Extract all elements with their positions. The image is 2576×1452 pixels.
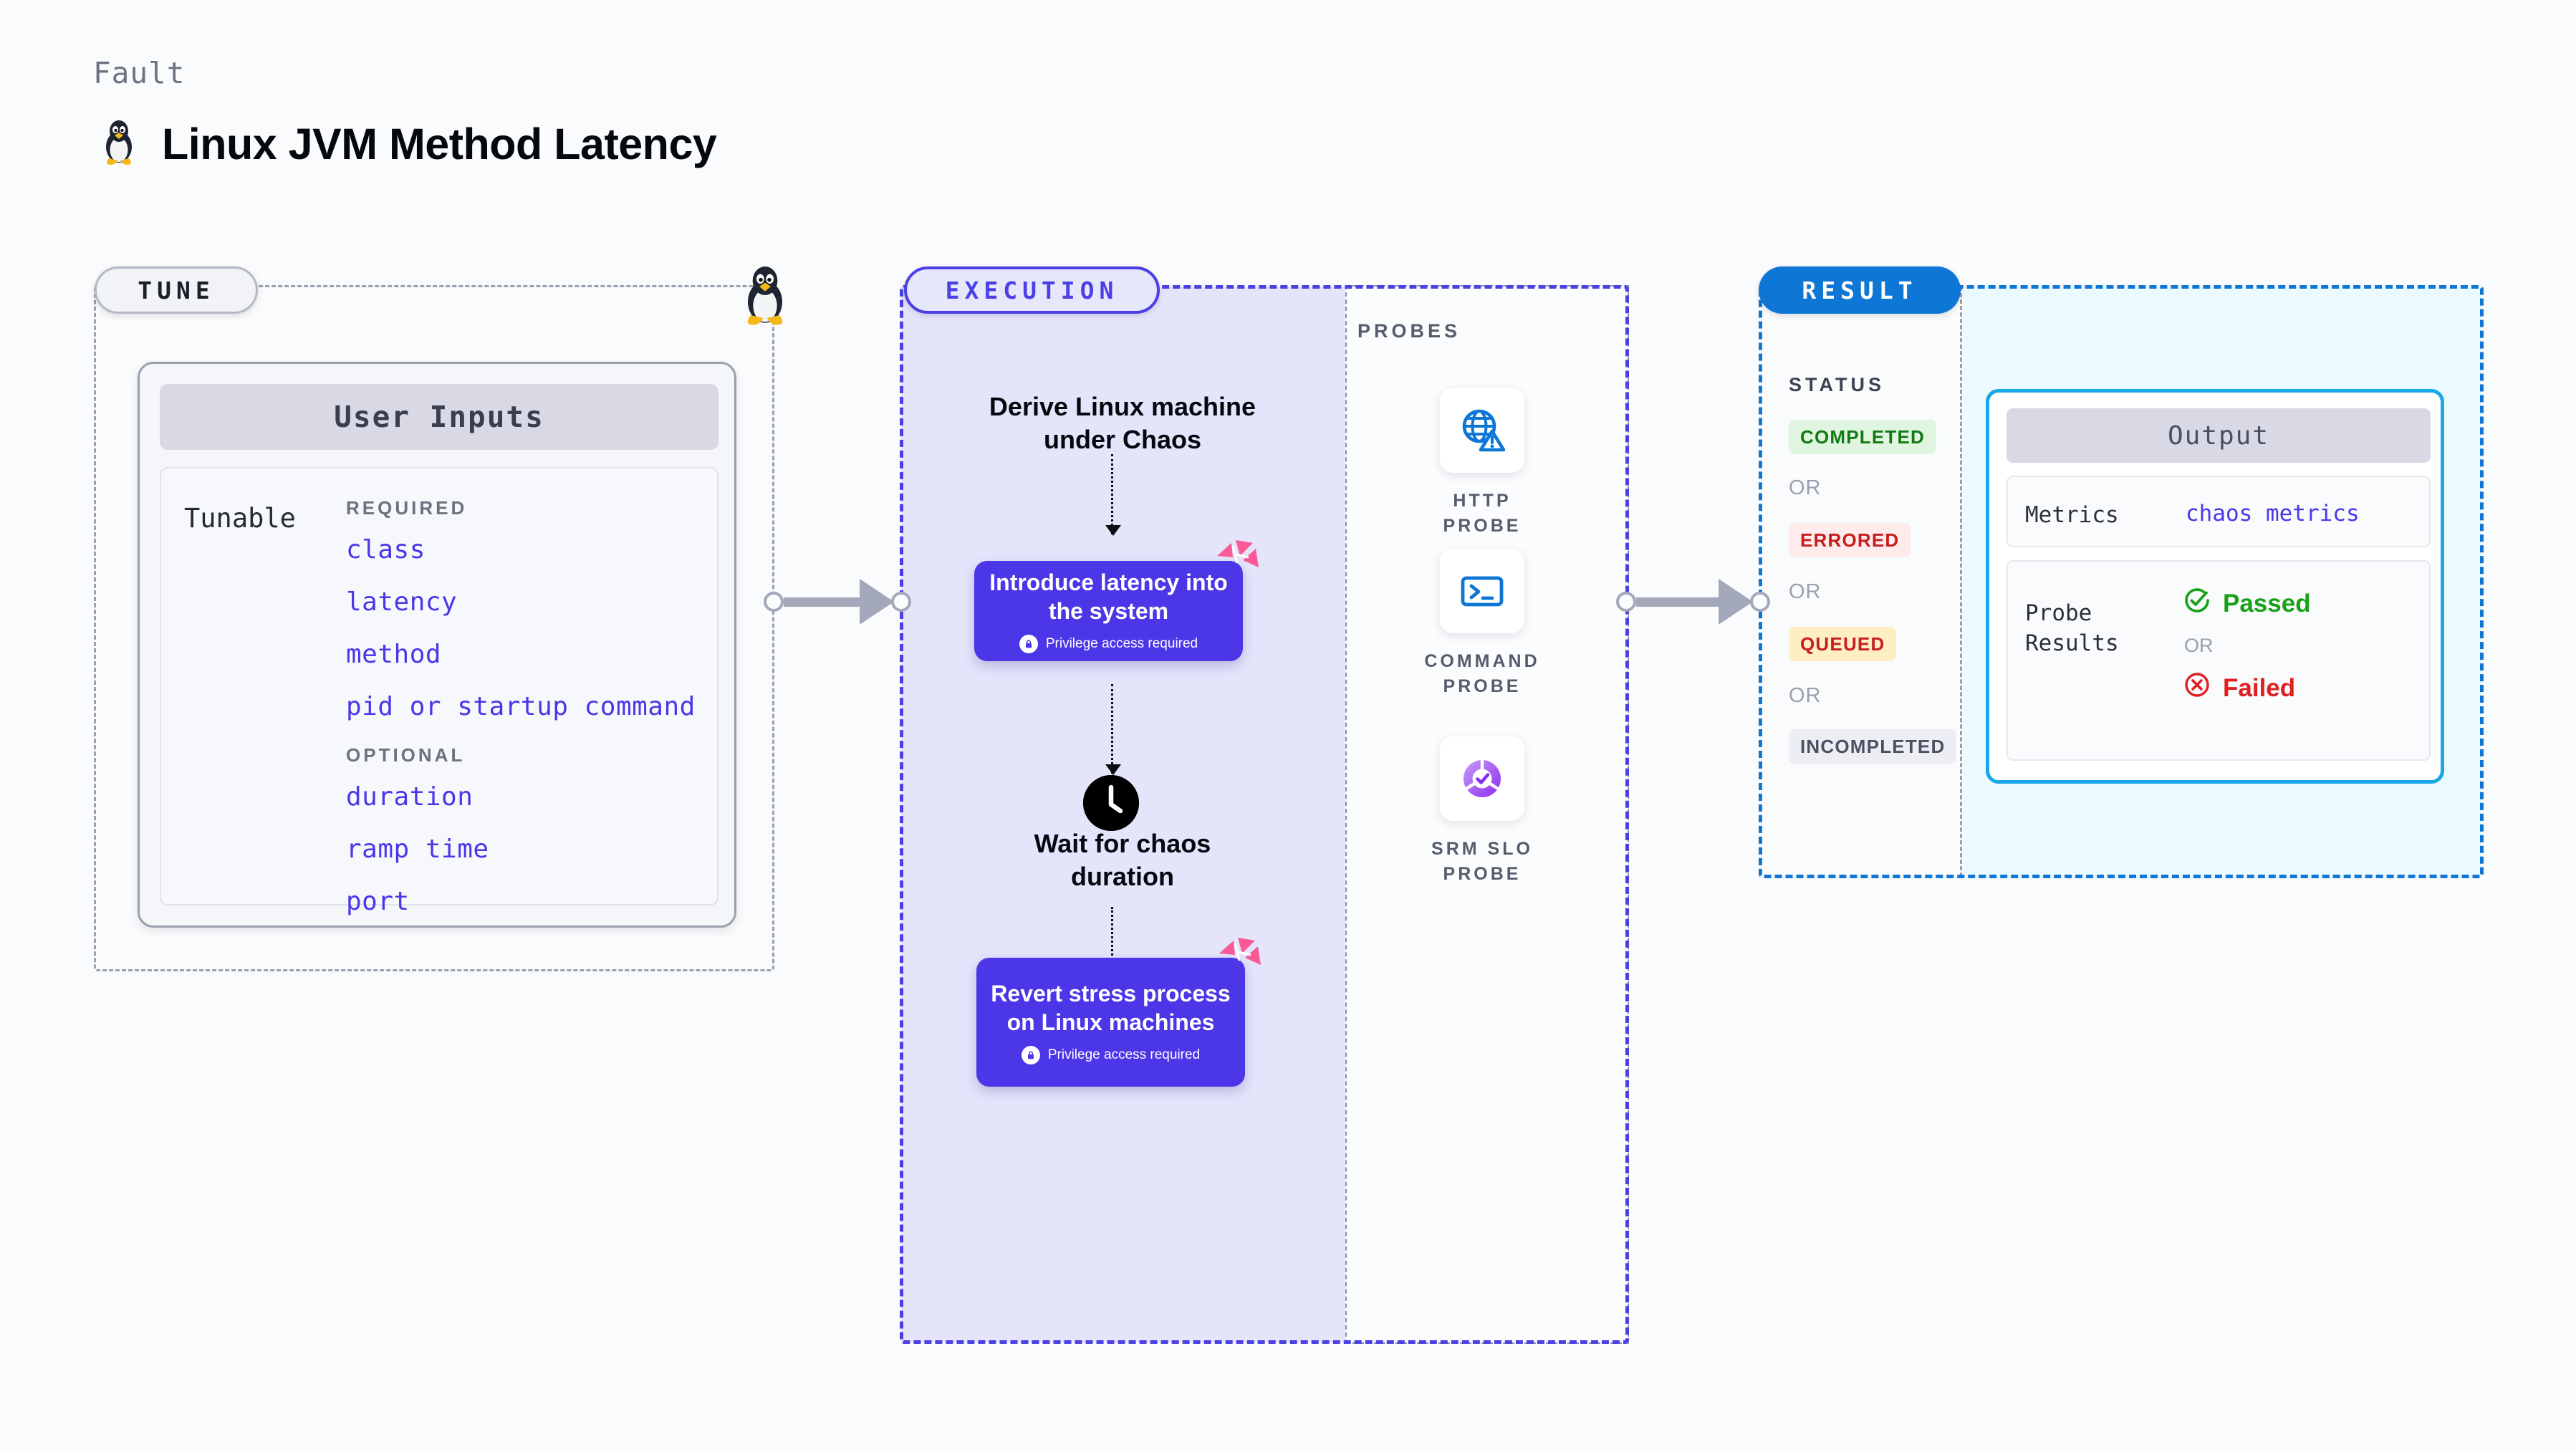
execution-region — [900, 285, 1629, 1344]
status-title: STATUS — [1789, 374, 1885, 395]
probe-label: SRM SLO PROBE — [1431, 839, 1533, 884]
privilege-note: Privilege access required — [1019, 634, 1198, 653]
linux-penguin-icon — [739, 264, 791, 327]
connector-tune-to-execution — [764, 579, 911, 625]
privilege-note-text: Privilege access required — [1045, 635, 1198, 651]
privilege-note: Privilege access required — [1021, 1045, 1201, 1064]
connector-dot — [1616, 592, 1636, 612]
probe-command[interactable]: COMMAND PROBE — [1410, 549, 1554, 698]
connector-arrowhead — [1719, 579, 1753, 625]
result-badge[interactable]: RESULT — [1759, 266, 1961, 314]
execution-step-derive: Derive Linux machine under Chaos — [989, 392, 1256, 455]
probe-result-failed: Failed — [2183, 670, 2295, 706]
connector-bar — [1636, 597, 1720, 607]
tune-item[interactable]: class — [346, 535, 426, 564]
probe-result-passed-label: Passed — [2223, 589, 2311, 617]
user-inputs-body: Tunable REQUIRED class latency method pi… — [160, 467, 719, 916]
tune-item[interactable]: duration — [346, 782, 474, 812]
execution-step-revert-stress[interactable]: Revert stress process on Linux machines … — [976, 958, 1245, 1087]
status-badge-completed: COMPLETED — [1789, 420, 1937, 454]
probe-label: COMMAND PROBE — [1424, 651, 1540, 696]
chaos-flag-icon — [1216, 539, 1260, 579]
tune-region — [94, 285, 774, 971]
connector-arrowhead — [860, 579, 894, 625]
metrics-key: Metrics — [2025, 502, 2119, 528]
linux-penguin-icon — [100, 118, 138, 169]
connector-dot — [1750, 592, 1770, 612]
result-status-region — [1760, 287, 1962, 877]
probe-http[interactable]: HTTP PROBE — [1410, 388, 1554, 538]
or-separator: OR — [1789, 580, 1822, 603]
chaos-flag-icon — [1218, 936, 1262, 976]
page-title-row: Linux JVM Method Latency — [100, 118, 717, 169]
flow-arrow-icon — [1105, 684, 1121, 775]
lock-icon — [1019, 634, 1038, 653]
user-inputs-card: User Inputs Tunable REQUIRED class laten… — [138, 362, 736, 928]
or-separator: OR — [1789, 476, 1822, 499]
probes-title: PROBES — [1357, 320, 1461, 342]
connector-bar — [784, 597, 861, 607]
tune-item[interactable]: method — [346, 640, 442, 669]
terminal-icon — [1440, 549, 1524, 633]
execution-step-wait: Wait for chaos duration — [1034, 829, 1211, 892]
status-badge-incompleted: INCOMPLETED — [1789, 729, 1957, 764]
tune-badge[interactable]: TUNE — [95, 266, 258, 314]
connector-dot — [891, 592, 911, 612]
output-title: Output — [2007, 408, 2431, 463]
or-separator: OR — [2184, 635, 2214, 656]
lock-icon — [1021, 1045, 1040, 1064]
execution-step-introduce-latency[interactable]: Introduce latency into the system Privil… — [974, 561, 1243, 661]
status-badge-queued: QUEUED — [1789, 627, 1897, 661]
tune-group-heading-optional: OPTIONAL — [346, 744, 466, 766]
slo-donut-check-icon — [1440, 736, 1524, 821]
probe-srm-slo[interactable]: SRM SLO PROBE — [1410, 736, 1554, 886]
globe-warning-icon — [1440, 388, 1524, 473]
result-region — [1759, 285, 2484, 878]
output-metrics-row: Metrics chaos metrics — [2007, 476, 2431, 547]
probe-result-failed-label: Failed — [2223, 673, 2296, 702]
x-circle-icon — [2183, 670, 2211, 706]
execution-badge[interactable]: EXECUTION — [904, 266, 1160, 314]
clock-icon — [1083, 775, 1139, 831]
privilege-note-text: Privilege access required — [1047, 1047, 1201, 1062]
tune-item[interactable]: latency — [346, 587, 458, 617]
connector-dot — [764, 592, 784, 612]
chaos-box-title: Revert stress process on Linux machines — [991, 981, 1231, 1035]
tune-group-heading-required: REQUIRED — [346, 497, 468, 519]
fault-eyebrow-label: Fault — [93, 56, 186, 90]
tune-item[interactable]: pid or startup command — [346, 692, 696, 721]
tune-item[interactable]: ramp time — [346, 835, 489, 864]
or-separator: OR — [1789, 684, 1822, 707]
user-inputs-title: User Inputs — [160, 384, 719, 450]
tunable-list: REQUIRED class latency method pid or sta… — [346, 497, 696, 939]
page-title: Linux JVM Method Latency — [162, 119, 717, 168]
check-circle-icon — [2183, 586, 2211, 621]
metrics-value[interactable]: chaos metrics — [2186, 501, 2360, 527]
status-badge-errored: ERRORED — [1789, 523, 1911, 557]
probe-label: HTTP PROBE — [1443, 491, 1522, 536]
probe-result-passed: Passed — [2183, 586, 2311, 621]
flow-arrow-icon — [1105, 454, 1121, 536]
connector-execution-to-result — [1616, 579, 1770, 625]
tune-item[interactable]: port — [346, 887, 410, 916]
tunable-label: Tunable — [184, 503, 296, 534]
chaos-box-title: Introduce latency into the system — [989, 569, 1228, 624]
